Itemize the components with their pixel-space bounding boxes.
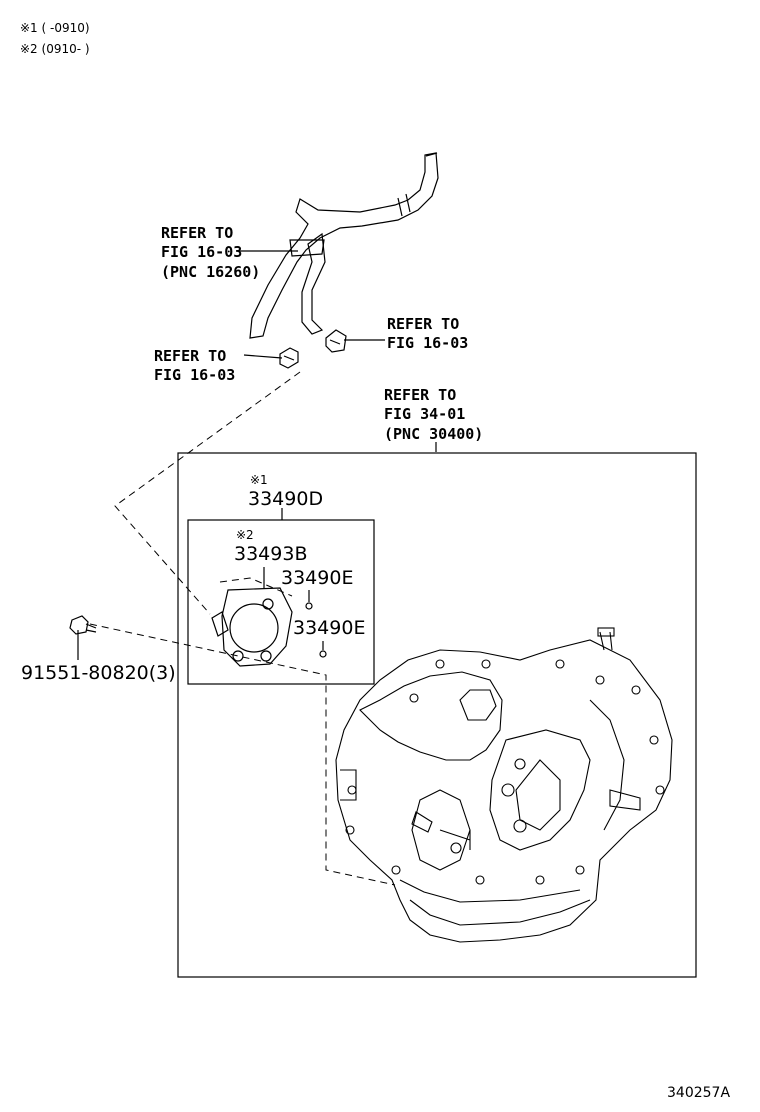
ref-transaxle-line-2: FIG 34-01	[384, 405, 466, 423]
ref-transaxle-line-3: (PNC 30400)	[384, 425, 484, 443]
legend-line-1: ※1 ( ‐0910)	[20, 21, 90, 35]
part-number-33490E-lower: 33490E	[293, 617, 366, 639]
legend-text-2: (0910‐ )	[41, 42, 90, 56]
ref-pipe-line-1: REFER TO	[161, 224, 234, 242]
ref-clip-left-line-1: REFER TO	[154, 347, 227, 365]
cooler-pipe-drawing	[249, 152, 439, 339]
transaxle-drawing	[335, 627, 673, 943]
part-number-33493B: 33493B	[234, 543, 308, 565]
part-number-33490D: 33490D	[248, 488, 324, 510]
ref-pipe-line-3: (PNC 16260)	[161, 263, 261, 281]
clip-right-drawing	[325, 329, 347, 353]
ref-pipe-line-2: FIG 16-03	[161, 243, 243, 261]
ref-transaxle-line-1: REFER TO	[384, 386, 457, 404]
part-number-bolt: 91551-80820(3)	[21, 662, 176, 684]
bolt-drawing	[69, 615, 97, 635]
legend-mark-1: ※1	[20, 21, 38, 35]
clip-left-drawing	[279, 347, 299, 369]
outer-part-note: ※1	[250, 473, 268, 487]
legend-text-1: ( ‐0910)	[41, 21, 90, 35]
kit-box	[187, 519, 375, 685]
transaxle-box	[177, 452, 697, 978]
inner-part-note: ※2	[236, 528, 254, 542]
ref-clip-left-line-2: FIG 16-03	[154, 366, 236, 384]
legend-line-2: ※2 (0910‐ )	[20, 42, 90, 56]
legend-mark-2: ※2	[20, 42, 38, 56]
ref-clip-right-line-2: FIG 16-03	[387, 334, 469, 352]
cover-drawing	[211, 587, 293, 667]
part-number-33490E-upper: 33490E	[281, 567, 354, 589]
figure-id: 340257A	[667, 1085, 731, 1101]
ref-clip-right-line-1: REFER TO	[387, 315, 460, 333]
